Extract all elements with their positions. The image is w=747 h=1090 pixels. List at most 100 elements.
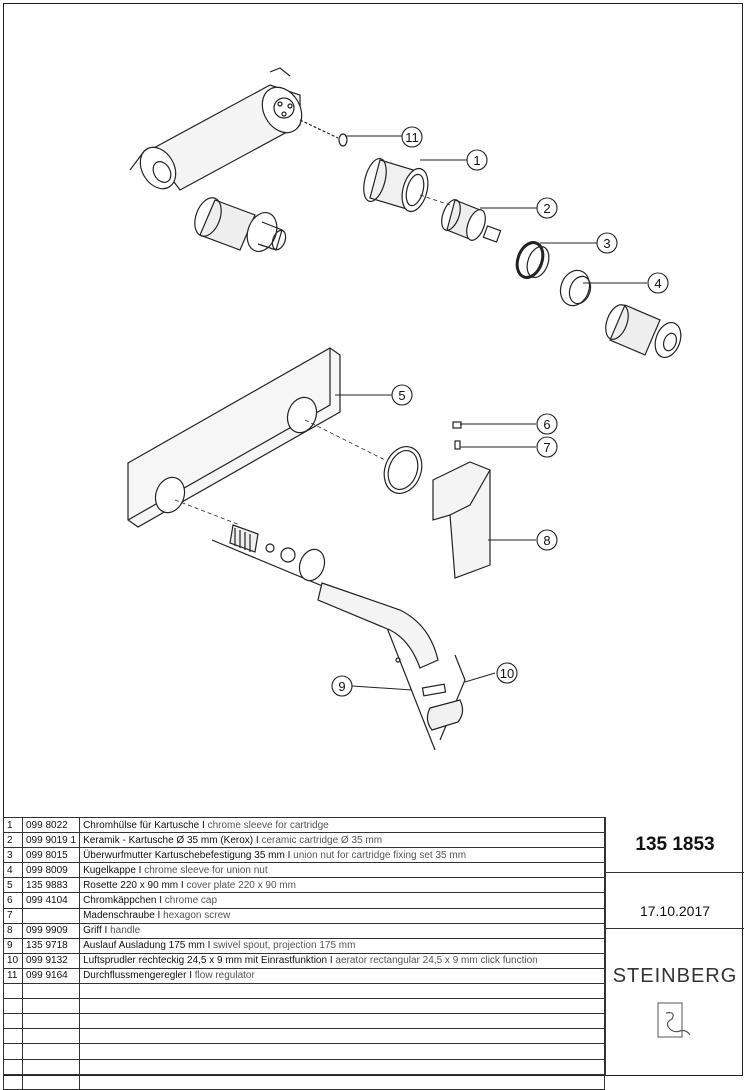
exploded-view-drawing: 11 1 2 3 4 5 6 7 8 9 10 xyxy=(127,67,682,751)
description-en: flow regulator xyxy=(194,970,255,982)
position-cell: 6 xyxy=(3,892,23,909)
callout-9: 9 xyxy=(338,679,345,694)
brand-name: STEINBERG xyxy=(612,965,738,987)
callout-7: 7 xyxy=(543,440,550,455)
callout-10: 10 xyxy=(500,666,514,681)
article-code-cell: 099 4104 xyxy=(21,892,81,909)
document-date: 17.10.2017 xyxy=(606,873,744,929)
flow-regulator xyxy=(299,119,348,147)
description-en: hexagon screw xyxy=(163,910,231,922)
ceramic-cartridge xyxy=(441,199,502,243)
mounting-body xyxy=(129,67,303,191)
article-code-cell xyxy=(21,907,81,924)
position-cell: 7 xyxy=(3,907,23,924)
title-block: 135 1853 17.10.2017 STEINBERG xyxy=(605,817,744,1076)
position-cell: 4 xyxy=(3,862,23,879)
position-cell: 11 xyxy=(3,967,23,985)
table-row xyxy=(3,983,605,1000)
chrome-sleeve xyxy=(363,157,429,213)
article-code-cell xyxy=(21,1028,81,1045)
cover-plate xyxy=(127,347,341,528)
callout-3: 3 xyxy=(603,236,610,251)
article-code-cell: 099 9909 xyxy=(21,922,81,939)
leader-lines xyxy=(335,135,647,691)
position-cell xyxy=(3,1043,23,1060)
position-cell: 9 xyxy=(3,937,23,954)
aerator xyxy=(421,654,466,741)
description-cell: Keramik - Kartusche Ø 35 mm (Kerox) I ce… xyxy=(79,832,605,849)
article-code-cell: 099 9164 xyxy=(21,967,81,985)
position-cell: 5 xyxy=(3,877,23,894)
article-code-cell xyxy=(21,1073,81,1090)
article-code-cell: 135 9883 xyxy=(21,877,81,894)
spout-group xyxy=(211,524,439,751)
description-en: cover plate 220 x 90 mm xyxy=(186,879,296,891)
brand-logo-icon xyxy=(657,1002,691,1038)
description-cell: Chromhülse für Kartusche I chrome sleeve… xyxy=(79,816,605,834)
description-cell: Überwurfmutter Kartuschebefestigung 35 m… xyxy=(79,847,605,864)
article-code-cell xyxy=(21,1013,81,1030)
position-cell xyxy=(3,998,23,1015)
description-en: aerator rectangular 24,5 x 9 mm click fu… xyxy=(335,955,538,967)
description-cell: Kugelkappe I chrome sleeve for union nut xyxy=(79,862,605,879)
description-cell xyxy=(79,1043,605,1060)
document-number: 135 1853 xyxy=(606,817,744,873)
table-row xyxy=(3,1058,605,1075)
description-cell: Chromkäppchen I chrome cap xyxy=(79,892,605,909)
description-cell xyxy=(79,1028,605,1045)
position-cell: 8 xyxy=(3,922,23,939)
union-nut xyxy=(515,241,550,279)
table-row xyxy=(3,1073,605,1090)
description-de: Griff I xyxy=(83,925,108,937)
callout-1: 1 xyxy=(473,153,480,168)
chrome-cap xyxy=(452,421,462,429)
description-cell xyxy=(79,998,605,1015)
callout-4: 4 xyxy=(654,276,661,291)
description-de: Kugelkappe I xyxy=(83,864,142,876)
callout-11: 11 xyxy=(405,130,419,145)
position-cell xyxy=(3,1013,23,1030)
table-row xyxy=(3,1013,605,1030)
table-row xyxy=(3,1043,605,1060)
brand-box: STEINBERG xyxy=(606,929,744,1076)
description-cell: Madenschraube I hexagon screw xyxy=(79,907,605,924)
ball-cap xyxy=(559,269,592,307)
table-row: 7 Madenschraube I hexagon screw xyxy=(3,907,605,924)
description-de: Chromkäppchen I xyxy=(83,895,162,907)
description-cell: Auslauf Ausladung 175 mm I swivel spout,… xyxy=(79,937,605,954)
article-code-cell xyxy=(21,1058,81,1075)
description-de: Keramik - Kartusche Ø 35 mm (Kerox) I xyxy=(83,834,259,846)
position-cell: 2 xyxy=(3,832,23,849)
description-de: Durchflussmengeregler I xyxy=(83,970,192,982)
description-de: Madenschraube I xyxy=(83,910,161,922)
description-de: Überwurfmutter Kartuschebefestigung 35 m… xyxy=(83,849,291,861)
description-en: swivel spout, projection 175 mm xyxy=(213,940,356,952)
position-cell xyxy=(3,1028,23,1045)
article-code-cell xyxy=(21,998,81,1015)
callout-5: 5 xyxy=(398,388,405,403)
description-en: chrome sleeve for union nut xyxy=(144,864,268,876)
description-cell: Rosette 220 x 90 mm I cover plate 220 x … xyxy=(79,877,605,894)
article-code-cell xyxy=(21,1043,81,1060)
description-cell xyxy=(79,983,605,1000)
description-en: ceramic cartridge Ø 35 mm xyxy=(261,834,383,846)
description-cell: Durchflussmengeregler I flow regulator xyxy=(79,967,605,985)
description-cell: Luftsprudler rechteckig 24,5 x 9 mm mit … xyxy=(79,952,605,969)
position-cell: 3 xyxy=(3,847,23,864)
position-cell xyxy=(3,1058,23,1075)
position-cell xyxy=(3,1073,23,1090)
hexagon-screw xyxy=(454,440,461,450)
description-cell xyxy=(79,1013,605,1030)
table-row xyxy=(3,998,605,1015)
description-cell: Griff I handle xyxy=(79,922,605,939)
gasket-ring xyxy=(383,446,423,494)
table-row xyxy=(3,1028,605,1045)
article-code-cell: 099 8015 xyxy=(21,847,81,864)
description-de: Auslauf Ausladung 175 mm I xyxy=(83,940,211,952)
description-en: handle xyxy=(110,925,141,937)
position-cell: 10 xyxy=(3,952,23,969)
